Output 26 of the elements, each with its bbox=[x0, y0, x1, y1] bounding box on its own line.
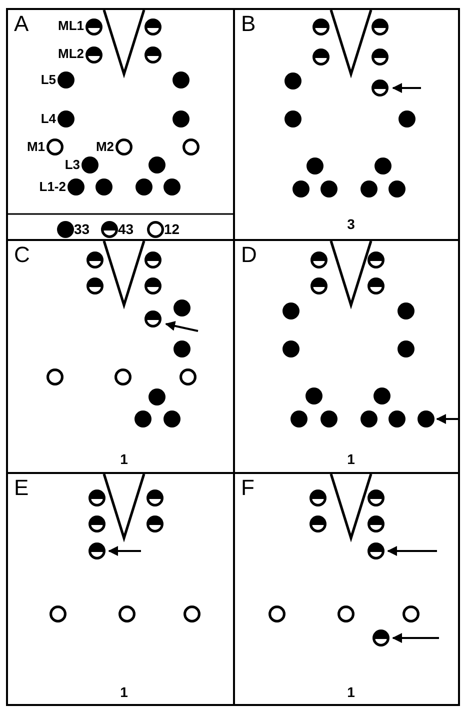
legend-text: 43 bbox=[118, 221, 134, 237]
legend-text: 12 bbox=[164, 221, 180, 237]
count-label: 1 bbox=[120, 684, 128, 700]
figure-panel bbox=[233, 8, 460, 241]
dot-label: L4 bbox=[40, 112, 56, 126]
dot-label: M1 bbox=[26, 140, 45, 154]
dot-label: L1-2 bbox=[39, 180, 66, 194]
figure-panel bbox=[6, 472, 235, 706]
dot-label: ML1 bbox=[58, 19, 84, 33]
count-label: 1 bbox=[347, 451, 355, 467]
dot-label: L3 bbox=[64, 158, 80, 172]
panel-letter: D bbox=[241, 243, 257, 267]
panel-letter: F bbox=[241, 476, 254, 500]
count-label: 1 bbox=[347, 684, 355, 700]
panel-letter: C bbox=[14, 243, 30, 267]
dot-label: M2 bbox=[96, 140, 114, 154]
panel-letter: B bbox=[241, 12, 256, 36]
figure-panel bbox=[6, 8, 235, 241]
legend-text: 33 bbox=[74, 221, 90, 237]
dot-label: L5 bbox=[40, 73, 56, 87]
count-label: 3 bbox=[347, 216, 355, 232]
figure-panel bbox=[233, 472, 460, 706]
panel-letter: A bbox=[14, 12, 29, 36]
count-label: 1 bbox=[120, 451, 128, 467]
dot-label: ML2 bbox=[58, 47, 84, 61]
panel-letter: E bbox=[14, 476, 29, 500]
